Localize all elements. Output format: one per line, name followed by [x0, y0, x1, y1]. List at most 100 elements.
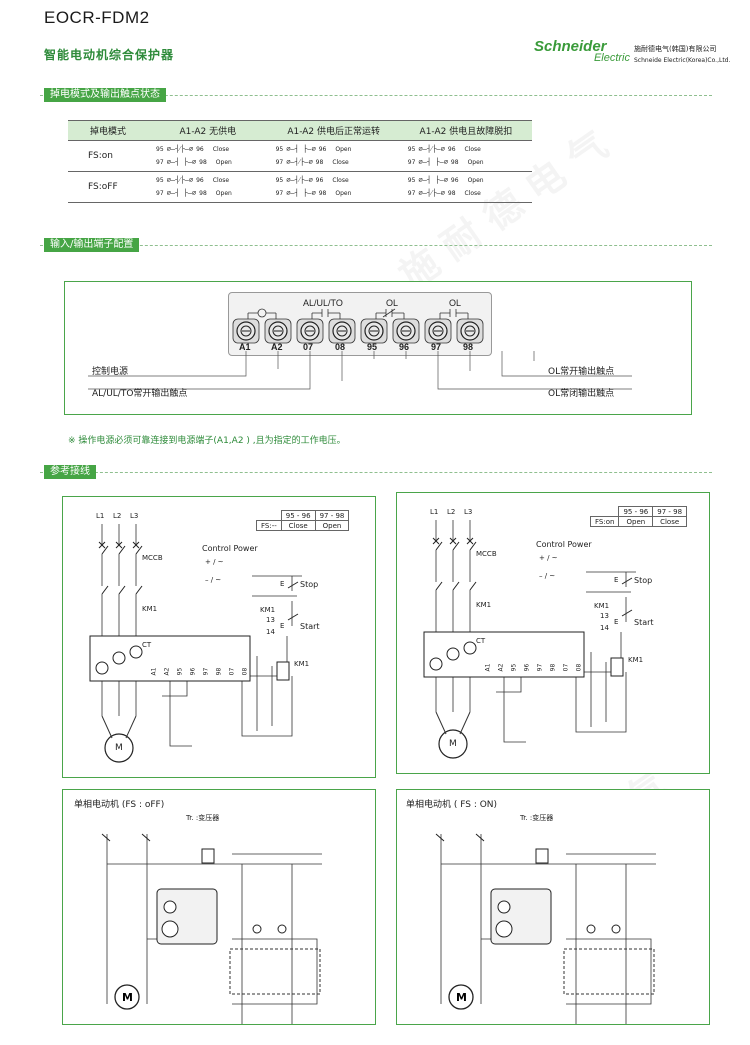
- label-km1-coil: KM1: [294, 660, 310, 668]
- logo-text-bottom: Electric: [593, 52, 630, 64]
- label-l2: L2: [113, 512, 122, 520]
- no-contact-symbol: [311, 309, 341, 319]
- label-ct: CT: [476, 637, 486, 645]
- no-contact-symbol: [439, 309, 469, 319]
- terminal-name: A2: [271, 342, 283, 352]
- table-header: 掉电模式: [68, 120, 148, 141]
- motor-label: M: [449, 739, 457, 749]
- table-header: 95 - 96: [618, 506, 654, 517]
- terminal-num: 95: [407, 177, 416, 184]
- table-cell: Close: [280, 520, 316, 531]
- terminal-num: 96: [450, 177, 459, 184]
- terminal-num: 98: [199, 159, 207, 166]
- label-al-output: AL/UL/TO常开输出触点: [92, 389, 188, 399]
- terminal-name: 97: [431, 342, 442, 352]
- closed-contact-icon: ⌀—┤⁄├—⌀: [418, 189, 445, 197]
- company-name-cn: 施耐德电气(韩国)有限公司: [634, 45, 717, 53]
- terminal-screw-icon: [360, 318, 388, 344]
- leader-line: [501, 351, 632, 377]
- section-heading-terminals: 输入/输出端子配置: [44, 238, 140, 252]
- label-plus: + / ~: [539, 554, 558, 562]
- closed-contact-icon: ⌀—┤⁄├—⌀: [418, 145, 445, 153]
- section-heading-fail-safe: 掉电模式及输出触点状态: [44, 88, 166, 102]
- open-contact-icon: ⌀—┤ ├—⌀: [286, 145, 316, 153]
- fs-state-table: 95 - 96 97 - 98 FS:-- Close Open: [256, 510, 350, 531]
- open-contact-icon: ⌀—┤ ├—⌀: [166, 189, 197, 197]
- ct-icon: [463, 641, 477, 655]
- transformer-icon: [201, 848, 215, 864]
- motor-icon: [114, 984, 140, 1010]
- terminal-name: 08: [575, 663, 583, 672]
- label-control-power: 控制电源: [92, 367, 129, 377]
- leader-line: [88, 351, 279, 377]
- open-contact-icon: ⌀—┤ ├—⌀: [166, 158, 197, 166]
- svg-text:M: M: [456, 991, 467, 1004]
- three-phase-wiring-diagram: [423, 520, 636, 759]
- divider: [40, 245, 712, 246]
- divider: [40, 472, 712, 473]
- terminal-num: 98: [199, 190, 207, 197]
- table-header: A1-A2 无供电: [148, 120, 268, 141]
- single-phase-panel-right: [396, 789, 710, 1025]
- motor-icon: [104, 733, 134, 763]
- terminal-num: 95: [407, 146, 416, 153]
- nc-contact-symbol: [375, 308, 405, 319]
- label-e: E: [280, 622, 285, 630]
- svg-text:M: M: [122, 991, 133, 1004]
- terminal-screw-icon: [456, 318, 484, 344]
- terminal-num: 95: [156, 146, 164, 153]
- table-header: 97 - 98: [314, 510, 350, 521]
- terminal-num: 96: [196, 146, 204, 153]
- three-phase-wiring-diagram: [89, 524, 302, 763]
- terminal-name: 98: [549, 663, 557, 672]
- terminal-num: 96: [447, 146, 456, 153]
- leader-line: [88, 351, 343, 390]
- single-phase-title-right: 单相电动机 ( FS : ON): [406, 800, 498, 810]
- divider: [40, 95, 712, 96]
- ct-icon: [95, 661, 109, 675]
- fs-mode: FS:--: [256, 520, 282, 531]
- terminal-name: 97: [536, 663, 544, 672]
- terminal-name: 08: [241, 667, 249, 676]
- label-e: E: [614, 576, 619, 584]
- power-bracket: [247, 312, 277, 319]
- terminal-num: 95: [275, 146, 284, 153]
- section-heading-wiring: 参考接线: [44, 465, 96, 479]
- coil-icon: [276, 661, 290, 681]
- terminal-num: 97: [407, 190, 416, 197]
- transformer-label: Tr. :变压器: [186, 814, 220, 822]
- contact-state: Open: [335, 190, 352, 197]
- open-contact-icon: ⌀—┤ ├—⌀: [286, 189, 316, 197]
- table-cell: Open: [314, 520, 350, 531]
- label-l1: L1: [430, 508, 439, 516]
- terminal-num: 95: [275, 177, 284, 184]
- terminal-name: 95: [510, 663, 518, 672]
- open-contact-icon: ⌀—┤ ├—⌀: [418, 158, 448, 166]
- label-mccb: MCCB: [476, 550, 497, 558]
- terminal-name: 08: [335, 342, 346, 352]
- terminal-num: 95: [156, 177, 164, 184]
- label-l3: L3: [130, 512, 139, 520]
- contact-state: Open: [467, 177, 484, 184]
- motor-icon: [438, 729, 468, 759]
- contact-state: Close: [464, 146, 481, 153]
- contact-state: Close: [212, 146, 230, 153]
- label-l2: L2: [447, 508, 456, 516]
- table-header: A1-A2 供电后正常运转: [267, 120, 400, 141]
- motor-icon: [448, 984, 474, 1010]
- label-start: Start: [634, 618, 654, 627]
- terminal-name: 96: [399, 342, 410, 352]
